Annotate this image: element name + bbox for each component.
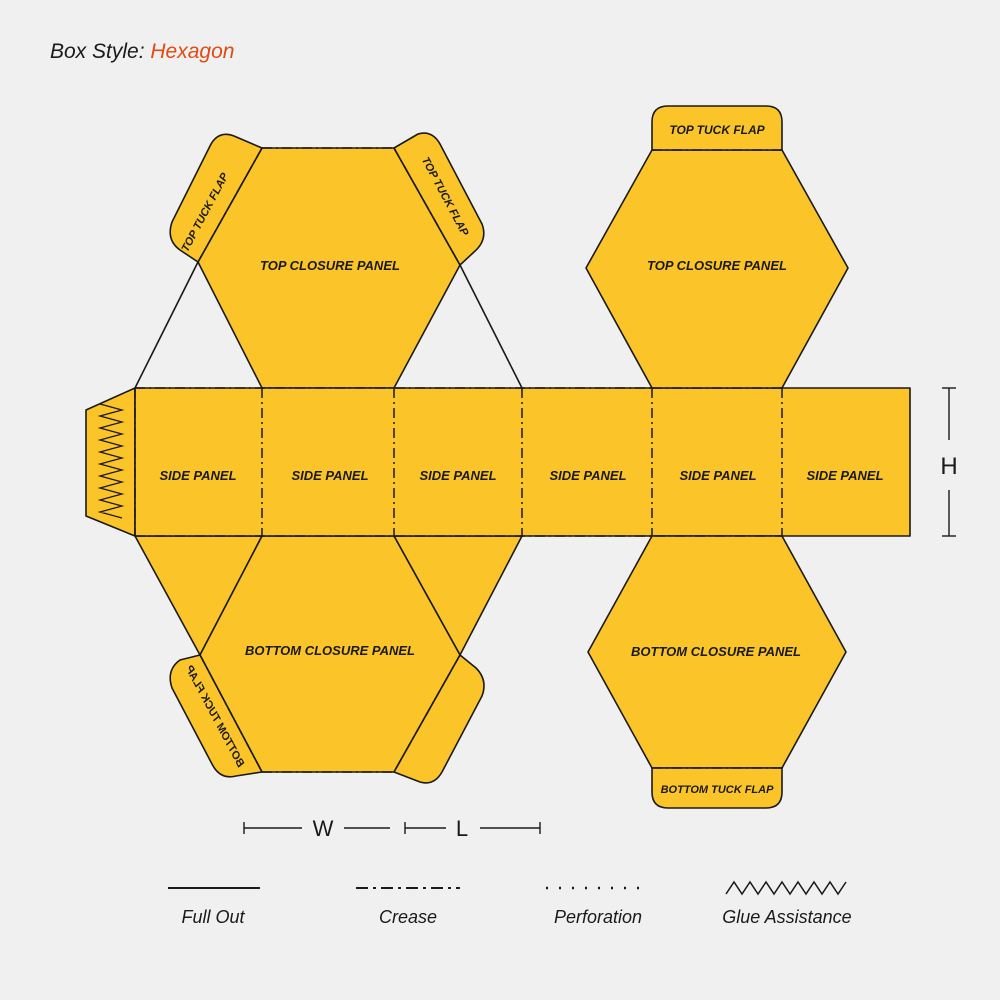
legend-perforation-label: Perforation bbox=[554, 907, 642, 927]
connector-line bbox=[134, 261, 199, 389]
connector-line bbox=[459, 264, 523, 389]
legend-crease-label: Crease bbox=[379, 907, 437, 927]
label-side-panel-4: SIDE PANEL bbox=[549, 468, 626, 483]
top-tuck-flap-right bbox=[651, 105, 783, 151]
glue-flap bbox=[85, 387, 136, 537]
dim-h-label: H bbox=[940, 453, 957, 480]
bottom-tuck-flap-right bbox=[651, 767, 783, 809]
label-bottom-closure-right: BOTTOM CLOSURE PANEL bbox=[631, 644, 801, 659]
label-bottom-closure-left: BOTTOM CLOSURE PANEL bbox=[245, 643, 415, 658]
label-bottom-tuck-flap-right: BOTTOM TUCK FLAP bbox=[661, 784, 775, 796]
legend-full-out-label: Full Out bbox=[181, 907, 245, 927]
title-prefix: Box Style: bbox=[50, 40, 145, 63]
top-tuck-flap-left-a bbox=[169, 133, 263, 263]
label-top-tuck-flap-right: TOP TUCK FLAP bbox=[669, 123, 765, 137]
crease-line bbox=[197, 147, 263, 263]
crease-line bbox=[393, 147, 461, 266]
dim-w-label: W bbox=[313, 816, 334, 841]
label-top-closure-right: TOP CLOSURE PANEL bbox=[647, 258, 787, 273]
box-style-name: Hexagon bbox=[150, 40, 235, 63]
legend-glue-label: Glue Assistance bbox=[722, 907, 851, 927]
crease-line bbox=[393, 654, 461, 773]
label-side-panel-5: SIDE PANEL bbox=[679, 468, 756, 483]
glue-zigzag bbox=[97, 403, 125, 519]
label-side-panel-6: SIDE PANEL bbox=[806, 468, 883, 483]
label-side-panel-3: SIDE PANEL bbox=[419, 468, 496, 483]
bottom-tuck-flap-left-b bbox=[393, 654, 485, 784]
top-tuck-flap-left-b bbox=[393, 132, 485, 266]
label-side-panel-1: SIDE PANEL bbox=[159, 468, 236, 483]
legend-glue-swatch bbox=[725, 880, 847, 896]
page-title: Box Style: Hexagon bbox=[50, 40, 234, 64]
label-side-panel-2: SIDE PANEL bbox=[291, 468, 368, 483]
dim-l-label: L bbox=[456, 816, 468, 841]
crease-line bbox=[199, 654, 263, 773]
label-top-closure-left: TOP CLOSURE PANEL bbox=[260, 258, 400, 273]
bottom-tuck-flap-left-a bbox=[169, 654, 263, 778]
